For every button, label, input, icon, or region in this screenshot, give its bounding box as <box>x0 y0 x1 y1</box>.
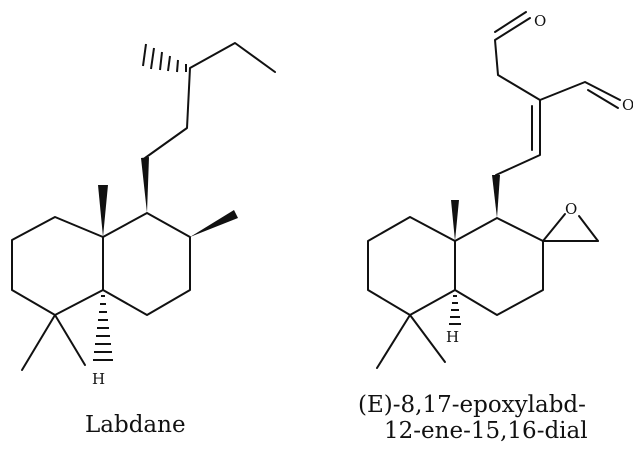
labdane-structure: H Labdane <box>11 42 276 438</box>
epoxy-aldehyde-1-double <box>494 11 527 33</box>
labdane-c13-hash-methyl <box>142 43 187 73</box>
epoxy-aldehyde-2-double <box>587 89 619 109</box>
epoxy-epoxide-bond-o-c <box>578 215 599 242</box>
epoxy-gem-methyl-1 <box>376 314 411 369</box>
epoxy-c9-sidechain-wedge <box>492 175 500 218</box>
epoxy-c5-hash-bond <box>449 295 461 325</box>
labdane-gem-methyl-2 <box>54 314 86 366</box>
labdane-ring-b-bonds <box>102 212 191 316</box>
epoxy-side-chain <box>495 99 541 176</box>
epoxy-ring-b-bonds <box>454 217 544 316</box>
labdane-gem-methyl-1 <box>21 314 56 371</box>
epoxy-gem-methyl-2 <box>409 314 446 363</box>
epoxy-caption-line-1: (E)-8,17-epoxylabd- <box>358 392 586 418</box>
epoxy-caption-line-2: 12-ene-15,16-dial <box>384 418 588 444</box>
labdane-c9-sidechain-wedge <box>141 157 149 213</box>
epoxy-h-label: H <box>446 328 459 346</box>
epoxy-aldehyde-chain-1 <box>494 17 541 101</box>
labdane-c10-methyl-wedge <box>98 185 108 237</box>
labdane-h-label: H <box>92 370 105 388</box>
epoxy-dial-structure: H O O O (E)-8,17-epoxylabd- 12-ene-15,16… <box>358 11 633 444</box>
epoxy-c10-methyl-wedge <box>451 200 459 241</box>
epoxy-aldehyde-chain-2 <box>539 81 621 101</box>
labdane-c8-methyl-wedge <box>190 210 238 237</box>
labdane-ring-a-bonds <box>11 216 104 316</box>
aldehyde-2-o-label: O <box>622 96 633 114</box>
labdane-caption: Labdane <box>85 412 186 438</box>
aldehyde-1-o-label: O <box>534 12 546 30</box>
epoxide-o-label: O <box>565 200 577 218</box>
labdane-side-chain <box>144 42 276 159</box>
epoxy-epoxide-bond-c-o <box>542 213 566 242</box>
labdane-c5-hash-bond <box>93 295 113 361</box>
epoxy-ring-a-bonds <box>367 216 456 316</box>
